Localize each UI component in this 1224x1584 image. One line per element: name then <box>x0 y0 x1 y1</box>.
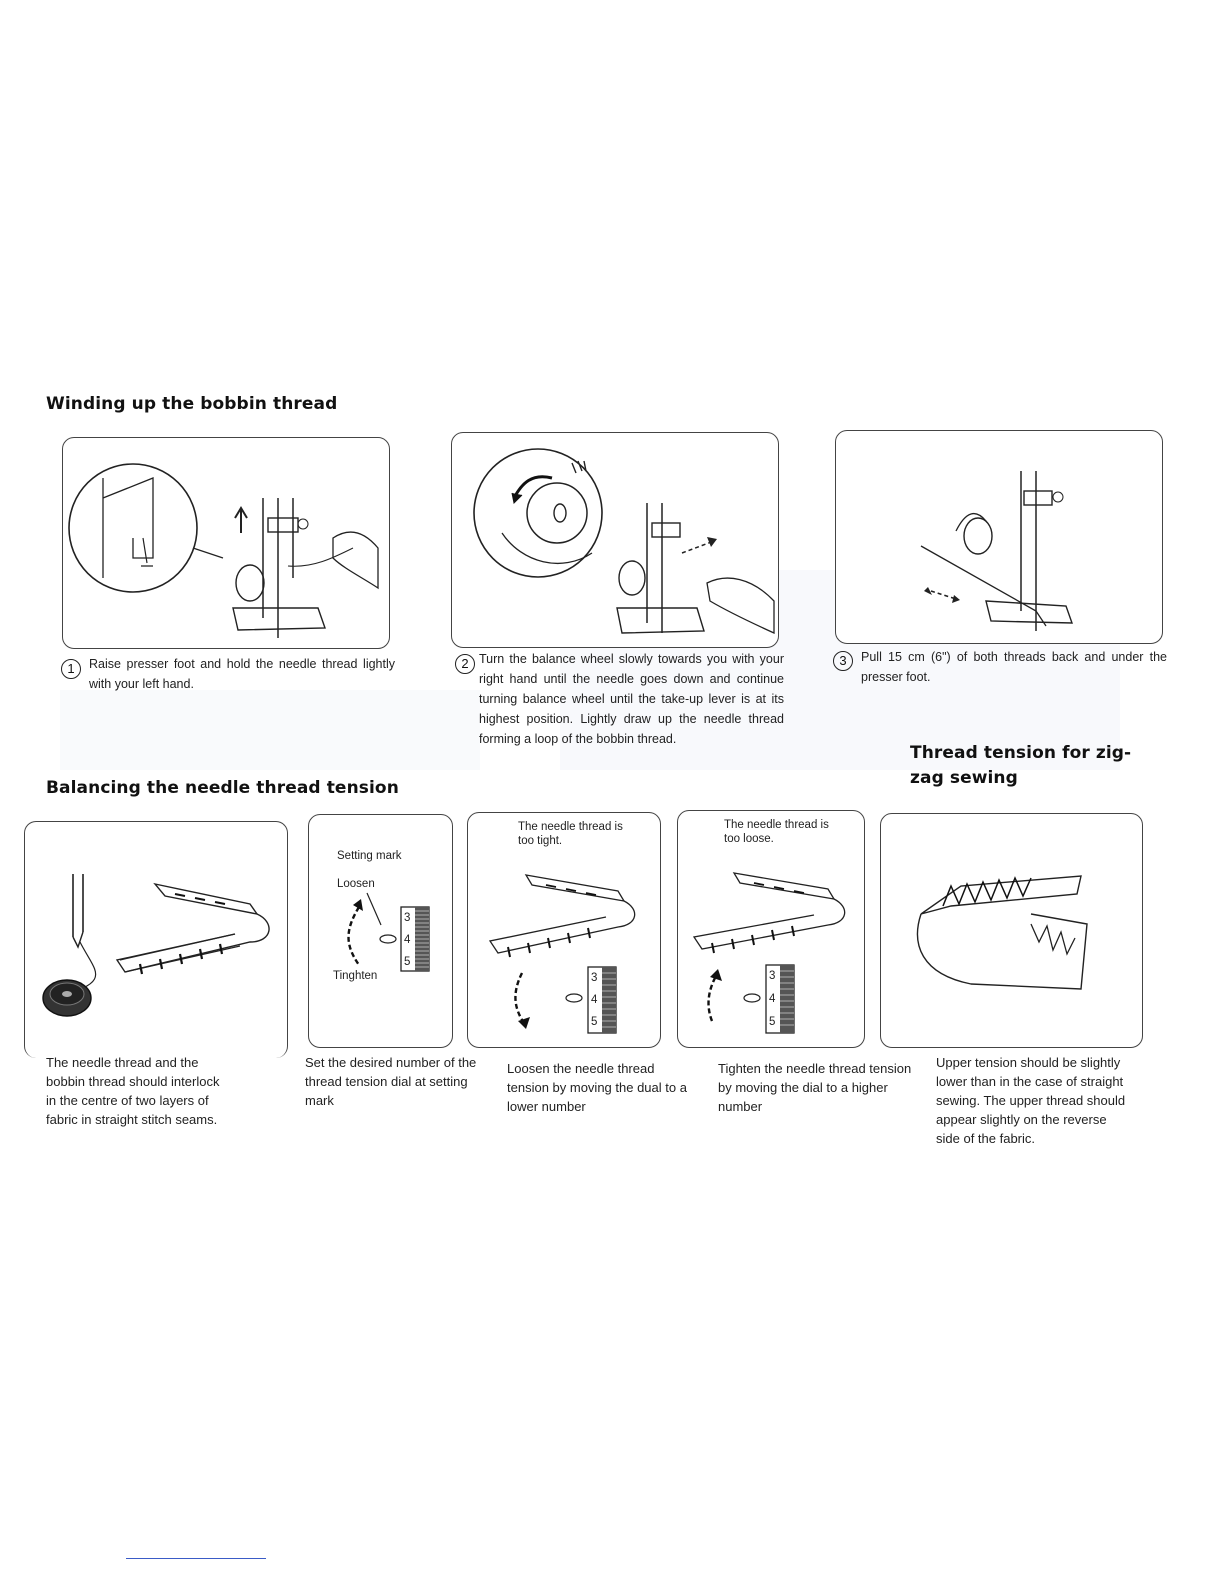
setting-mark-label: Setting mark <box>337 850 402 862</box>
dial-number-3: 3 <box>769 970 775 982</box>
dial-number-5: 5 <box>769 1016 775 1028</box>
illustration-raise-presser-foot <box>63 438 389 648</box>
illustration-zigzag-fabric <box>881 814 1142 1047</box>
caption-zigzag: Upper tension should be slightly lower t… <box>936 1053 1128 1148</box>
dial-number-5: 5 <box>591 1016 597 1028</box>
section-title-winding: Winding up the bobbin thread <box>46 394 337 414</box>
step-number-3: 3 <box>833 651 853 671</box>
bleed-through-shade-2 <box>60 690 480 770</box>
panel-step-1 <box>62 437 390 649</box>
panel-interlock <box>24 821 288 1058</box>
loosen-label: Loosen <box>337 878 375 890</box>
panel-step-3 <box>835 430 1163 644</box>
footnote-rule <box>126 1558 266 1559</box>
illustration-balance-wheel <box>452 433 778 647</box>
section-title-zigzag: Thread tension for zig-zag sewing <box>910 741 1150 791</box>
illustration-tension-dial: Setting mark Loosen Tinghten 3 4 5 <box>309 815 452 1047</box>
panel-setting-mark: Setting mark Loosen Tinghten 3 4 5 <box>308 814 453 1048</box>
step-text-3: Pull 15 cm (6") of both threads back and… <box>861 647 1167 687</box>
tighten-label: Tinghten <box>333 970 377 982</box>
too-loose-label-line2: too loose. <box>724 833 774 845</box>
panel-too-loose: The needle thread is too loose. 3 4 5 <box>677 810 865 1048</box>
dial-number-4: 4 <box>769 993 776 1005</box>
too-tight-label-line1: The needle thread is <box>518 821 623 833</box>
dial-number-4: 4 <box>591 994 598 1006</box>
step-text-1: Raise presser foot and hold the needle t… <box>89 654 395 694</box>
illustration-thread-too-loose: The needle thread is too loose. 3 4 5 <box>678 811 864 1047</box>
illustration-stitch-interlock <box>25 822 287 1058</box>
panel-step-2 <box>451 432 779 648</box>
section-title-balancing: Balancing the needle thread tension <box>46 778 399 798</box>
step-number-2: 2 <box>455 654 475 674</box>
step-number-1: 1 <box>61 659 81 679</box>
illustration-pull-threads <box>836 431 1162 643</box>
dial-number-3: 3 <box>591 972 597 984</box>
illustration-thread-too-tight: The needle thread is too tight. 3 4 5 <box>468 813 660 1047</box>
caption-interlock: The needle thread and the bobbin thread … <box>46 1053 228 1129</box>
too-tight-label-line2: too tight. <box>518 835 562 847</box>
dial-number-3: 3 <box>404 912 410 924</box>
step-text-2: Turn the balance wheel slowly towards yo… <box>479 649 784 749</box>
caption-loosen: Loosen the needle thread tension by movi… <box>507 1059 693 1116</box>
caption-setting-mark: Set the desired number of the thread ten… <box>305 1053 485 1110</box>
caption-tighten: Tighten the needle thread tension by mov… <box>718 1059 912 1116</box>
too-loose-label-line1: The needle thread is <box>724 819 829 831</box>
panel-too-tight: The needle thread is too tight. 3 4 5 <box>467 812 661 1048</box>
panel-zigzag <box>880 813 1143 1048</box>
dial-number-4: 4 <box>404 934 411 946</box>
dial-number-5: 5 <box>404 956 410 968</box>
